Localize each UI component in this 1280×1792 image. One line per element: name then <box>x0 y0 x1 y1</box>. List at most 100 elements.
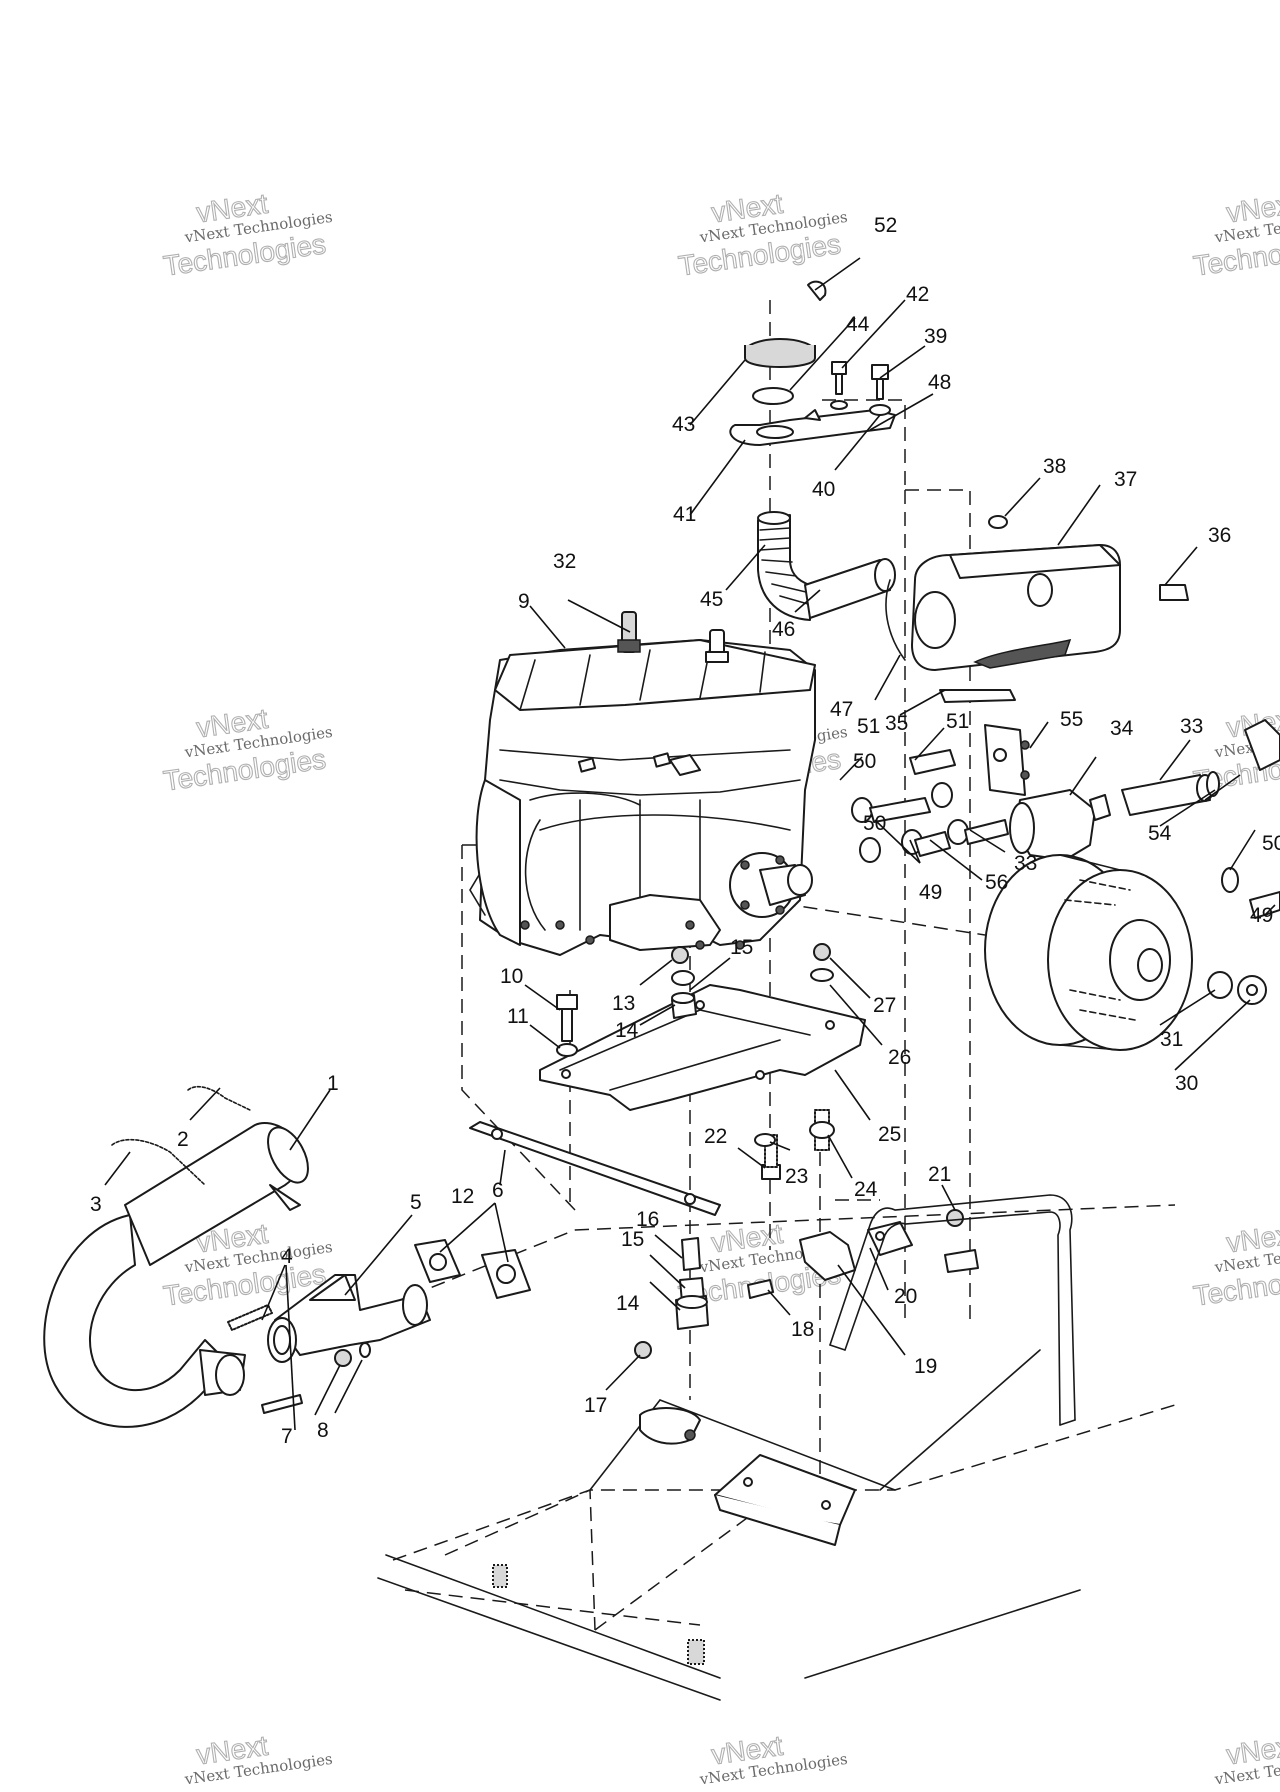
callout-33b: 33 <box>1014 852 1037 875</box>
callout-42: 42 <box>906 283 929 306</box>
watermark: vNext vNext Technologies <box>1213 1729 1280 1788</box>
nut-27 <box>813 943 831 961</box>
callout-27: 27 <box>873 994 896 1017</box>
bracket-20 <box>867 1221 913 1256</box>
callout-35: 35 <box>885 712 908 735</box>
callout-39: 39 <box>924 325 947 348</box>
callout-40: 40 <box>812 478 835 501</box>
callout-38: 38 <box>1043 455 1066 478</box>
callout-15b: 15 <box>621 1228 644 1251</box>
callout-20: 20 <box>894 1285 917 1308</box>
callout-41: 41 <box>673 503 696 526</box>
callout-16: 16 <box>636 1208 659 1231</box>
callout-14a: 14 <box>615 1019 639 1042</box>
callout-21: 21 <box>928 1163 951 1186</box>
bolt-18 <box>747 1279 774 1299</box>
stud-7 <box>261 1394 303 1414</box>
callout-4: 4 <box>281 1245 293 1268</box>
callout-13: 13 <box>612 992 635 1015</box>
callout-45: 45 <box>700 588 723 611</box>
callout-8: 8 <box>317 1419 329 1442</box>
washer-23 <box>754 1133 776 1147</box>
fitting-right-edge <box>1244 719 1280 771</box>
stud-24 <box>809 1109 835 1151</box>
callout-55: 55 <box>1060 708 1083 731</box>
bracket-35 <box>939 689 1016 703</box>
mounting-strap <box>469 1121 721 1216</box>
callout-labels: 1 2 3 4 5 6 7 8 9 10 11 12 13 14 14 15 1… <box>90 214 1280 1448</box>
spring-3 <box>111 1138 206 1186</box>
callout-50c: 50 <box>1262 832 1280 855</box>
stud-4 <box>227 1304 273 1331</box>
washer-8 <box>359 1342 371 1358</box>
callout-10: 10 <box>500 965 523 988</box>
screw-36 <box>1159 584 1189 601</box>
engine-block <box>469 639 816 956</box>
callout-31: 31 <box>1160 1028 1183 1051</box>
chassis-floor <box>377 1349 1081 1701</box>
engine-plate <box>539 984 866 1111</box>
hose-33a <box>1121 774 1214 816</box>
spark-plug-b <box>705 629 729 663</box>
washer-26 <box>810 968 834 982</box>
watermark: vNext vNext Technologies Technologies <box>676 187 849 282</box>
leader-lines <box>104 257 1276 1431</box>
callout-17: 17 <box>584 1394 607 1417</box>
callout-51a: 51 <box>857 715 880 738</box>
nut-13 <box>671 946 689 964</box>
callout-6: 6 <box>492 1179 504 1202</box>
watermark: vNext vNext Technologies Technologies <box>161 702 334 797</box>
callout-19: 19 <box>914 1355 937 1378</box>
callout-32: 32 <box>553 550 576 573</box>
callout-51b: 51 <box>946 710 969 733</box>
front-mount <box>639 1407 701 1445</box>
carburetor-34 <box>1009 789 1111 861</box>
grommet-38 <box>988 515 1008 529</box>
callout-34: 34 <box>1110 717 1134 740</box>
callout-25: 25 <box>878 1123 901 1146</box>
callout-37: 37 <box>1114 468 1137 491</box>
callout-49b: 49 <box>1250 904 1273 927</box>
hose-right-edge <box>1249 891 1280 919</box>
stud-bottom-center <box>687 1639 705 1665</box>
block-55 <box>984 724 1030 796</box>
drive-clutch <box>984 854 1193 1051</box>
bracket-41 <box>729 409 896 446</box>
callout-24: 24 <box>854 1178 878 1201</box>
callout-50b: 50 <box>863 812 886 835</box>
nut-17 <box>634 1341 652 1359</box>
tube-frame <box>829 1194 1076 1426</box>
watermark: vNext vNext Technologies Technologies <box>1191 1217 1280 1312</box>
nut-7 <box>334 1349 352 1367</box>
bolt-10 <box>556 994 578 1042</box>
washer-11 <box>556 1043 578 1057</box>
washer-13b <box>671 970 695 986</box>
callout-30: 30 <box>1175 1072 1198 1095</box>
callout-54: 54 <box>1148 822 1172 845</box>
callout-18: 18 <box>791 1318 814 1341</box>
bushing-14a <box>671 992 697 1019</box>
bolt-42 <box>830 361 848 410</box>
callout-22: 22 <box>704 1125 727 1148</box>
washer-31 <box>1207 971 1233 999</box>
callout-26: 26 <box>888 1046 911 1069</box>
intake-hose-46 <box>804 558 896 619</box>
gasket-6b <box>481 1249 531 1299</box>
callout-36: 36 <box>1208 524 1231 547</box>
watermark: vNext vNext Technologies Technologies <box>161 187 334 282</box>
rear-mount <box>714 1454 856 1546</box>
gasket-6a <box>414 1239 461 1283</box>
callout-7: 7 <box>281 1425 293 1448</box>
air-silencer-37 <box>885 515 1121 671</box>
callout-47: 47 <box>830 698 853 721</box>
callout-49a: 49 <box>919 881 942 904</box>
clamp-50a <box>851 782 953 823</box>
callout-56: 56 <box>985 871 1008 894</box>
callout-9: 9 <box>518 590 530 613</box>
callout-1: 1 <box>327 1072 339 1095</box>
callout-48: 48 <box>928 371 951 394</box>
watermark: vNext vNext Technologies <box>698 1729 849 1788</box>
intake-elbow-45 <box>757 511 811 621</box>
watermark: vNext vNext Technologies <box>183 1729 334 1788</box>
